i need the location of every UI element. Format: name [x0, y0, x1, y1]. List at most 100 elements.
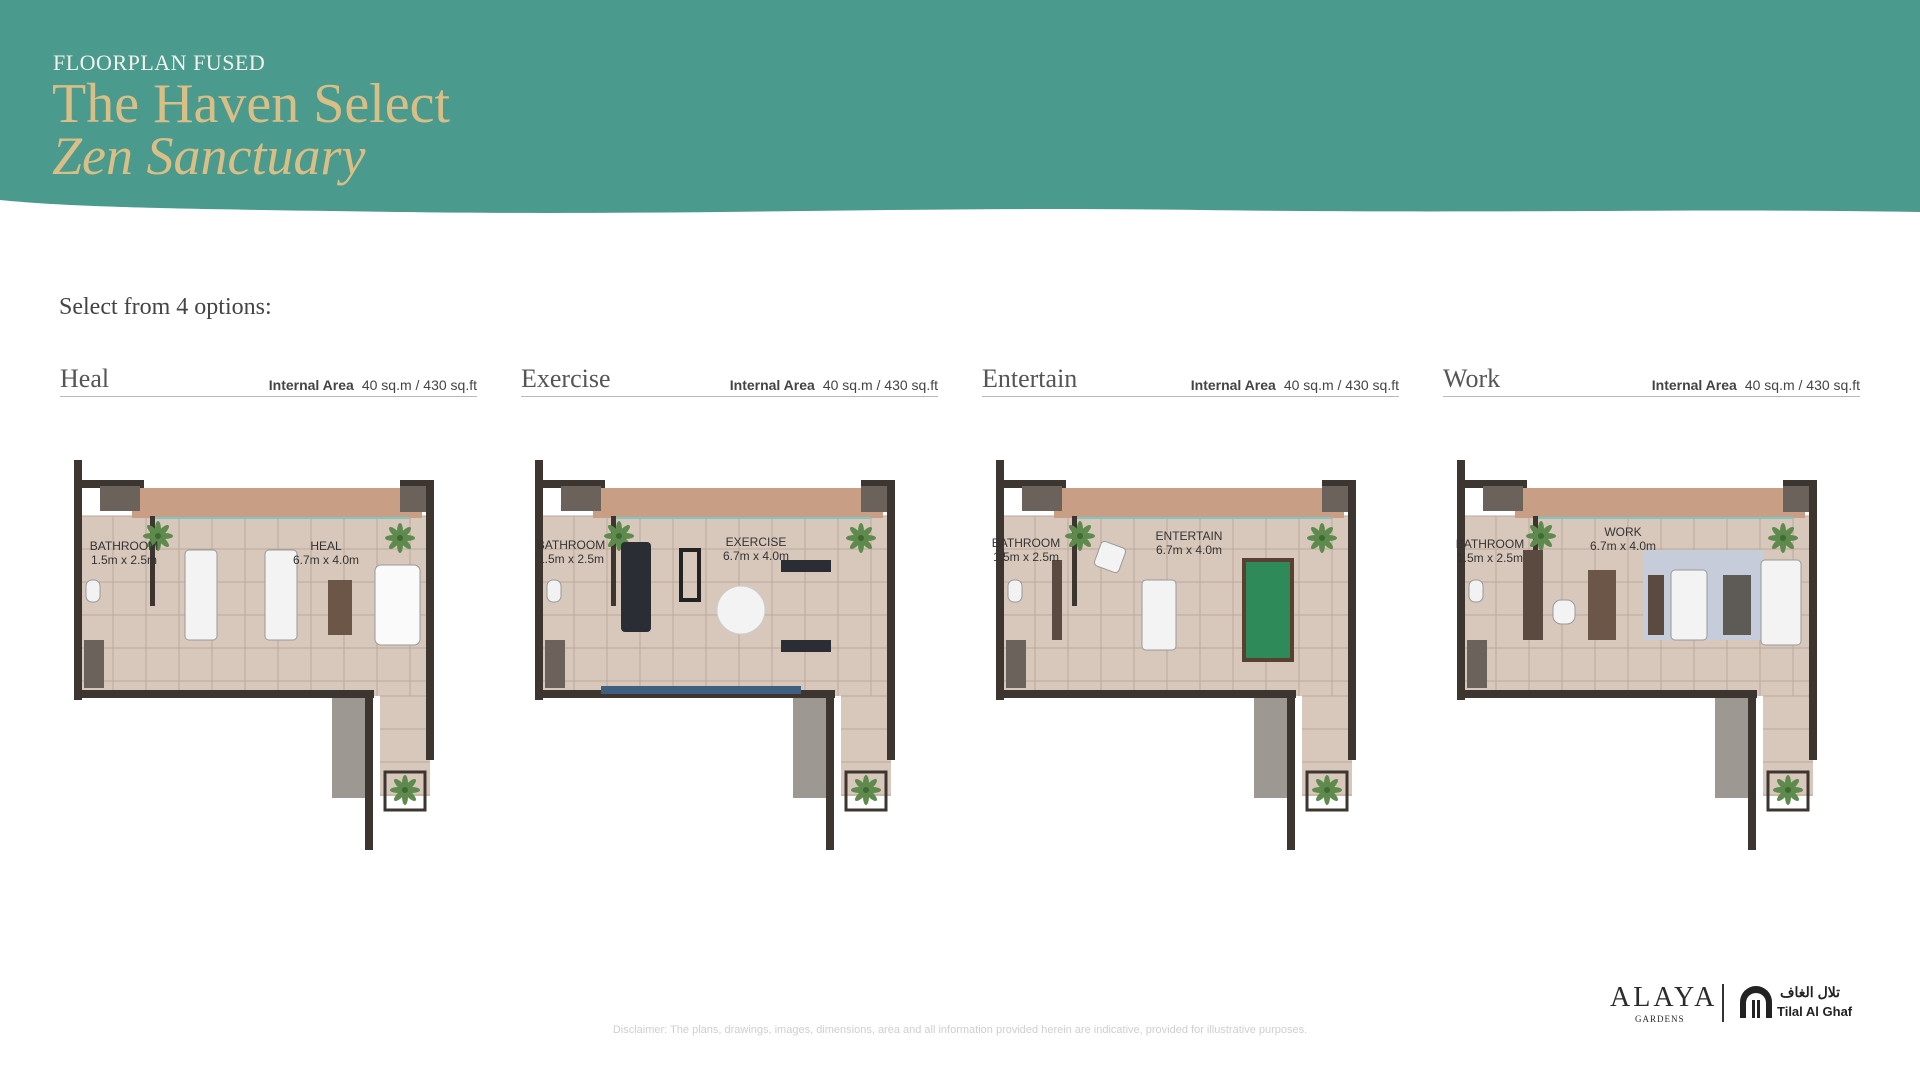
wall-bottom — [1457, 690, 1757, 698]
intro-text: Select from 4 options: — [59, 294, 272, 320]
room-size-label: 1.5m x 2.5m — [993, 550, 1059, 564]
page-title: The Haven Select — [52, 73, 451, 135]
room-name-label: ENTERTAIN — [1156, 529, 1223, 543]
brand-logos: ALAYA GARDENS تلال الغاف Tilal Al Ghaf — [1610, 982, 1860, 1024]
room-name-label: BATHROOM — [537, 538, 605, 552]
walls — [74, 460, 434, 850]
treatment-bed-icon — [264, 549, 298, 641]
bathroom-partition — [1072, 516, 1077, 606]
toilet-icon — [1468, 579, 1484, 603]
dumbbell-rack-icon — [601, 686, 801, 694]
wall-top-left — [535, 480, 605, 488]
plant-center — [1077, 533, 1083, 539]
option-name: Exercise — [521, 364, 611, 393]
room-name-label: BATHROOM — [90, 539, 158, 553]
billiard-table-icon — [1242, 558, 1294, 662]
room-size-label: 1.5m x 2.5m — [1457, 551, 1523, 565]
wall-bottom — [74, 690, 374, 698]
planter-box — [1766, 770, 1810, 812]
plant-icon — [846, 523, 876, 553]
plant-center — [616, 533, 622, 539]
area-label: Internal Area — [1651, 377, 1737, 393]
vanity-unit — [84, 640, 104, 688]
option-name: Work — [1443, 364, 1501, 393]
plant-icon — [1065, 521, 1095, 551]
column-right — [1322, 486, 1348, 512]
room-size-label: 6.7m x 4.0m — [1156, 543, 1222, 557]
walls — [996, 460, 1356, 850]
room-name-label: WORK — [1604, 525, 1641, 539]
page-subtitle: Zen Sanctuary — [52, 126, 366, 186]
planter-box — [844, 770, 888, 812]
room-size-label: 6.7m x 4.0m — [293, 553, 359, 567]
area-value: 40 sq.m / 430 sq.ft — [1283, 377, 1399, 393]
plant-center — [402, 787, 408, 793]
bathroom-partition — [150, 516, 155, 606]
storage-strip — [793, 698, 826, 798]
header-wave-background — [0, 0, 1920, 213]
header-banner: FLOORPLAN FUSED The Haven Select Zen San… — [0, 0, 1920, 230]
wood-deck — [1515, 488, 1805, 518]
sofa-icon — [1141, 579, 1177, 651]
column-left — [1022, 486, 1062, 511]
option-name: Entertain — [982, 364, 1078, 393]
area-label: Internal Area — [268, 377, 354, 393]
wall-top-right — [1783, 480, 1817, 488]
vanity-unit — [1467, 640, 1487, 688]
plant-center — [1319, 535, 1325, 541]
plant-center — [863, 787, 869, 793]
room-size-label: 6.7m x 4.0m — [723, 549, 789, 563]
column-left — [1483, 486, 1523, 511]
column-right — [400, 486, 426, 512]
bench-press-icon — [781, 640, 831, 652]
alaya-logo: ALAYA — [1610, 982, 1718, 1013]
wall-inner — [826, 690, 834, 850]
treatment-bed-icon — [184, 549, 218, 641]
storage-strip — [332, 698, 365, 798]
wall-right — [1348, 480, 1356, 760]
wood-deck — [1054, 488, 1344, 518]
main-floor — [541, 516, 891, 696]
storage-strip — [1254, 698, 1287, 798]
wall-top-right — [861, 480, 895, 488]
column-left — [561, 486, 601, 511]
plant-center — [1785, 787, 1791, 793]
coffee-table-icon — [1723, 575, 1751, 635]
column-right — [1783, 486, 1809, 512]
wall-top-right — [1322, 480, 1356, 488]
tilal-logo-english: Tilal Al Ghaf — [1777, 1004, 1853, 1019]
plant-icon — [390, 775, 420, 805]
toilet-icon — [85, 579, 101, 603]
tilal-logo-arabic: تلال الغاف — [1780, 984, 1840, 1000]
wall-inner — [1748, 690, 1756, 850]
plant-icon — [1773, 775, 1803, 805]
wall-right — [887, 480, 895, 760]
wall-right — [1809, 480, 1817, 760]
option-name: Heal — [60, 364, 110, 393]
wall-bottom — [996, 690, 1296, 698]
plant-center — [1324, 787, 1330, 793]
disclaimer: Disclaimer: The plans, drawings, images,… — [612, 1024, 1308, 1036]
plant-icon — [604, 521, 634, 551]
plant-icon — [1526, 521, 1556, 551]
column-left — [100, 486, 140, 511]
planter-box — [383, 770, 427, 812]
alaya-logo-sub: GARDENS — [1635, 1014, 1685, 1024]
floor-tiles — [79, 515, 430, 796]
sideboard-icon — [1648, 575, 1664, 635]
